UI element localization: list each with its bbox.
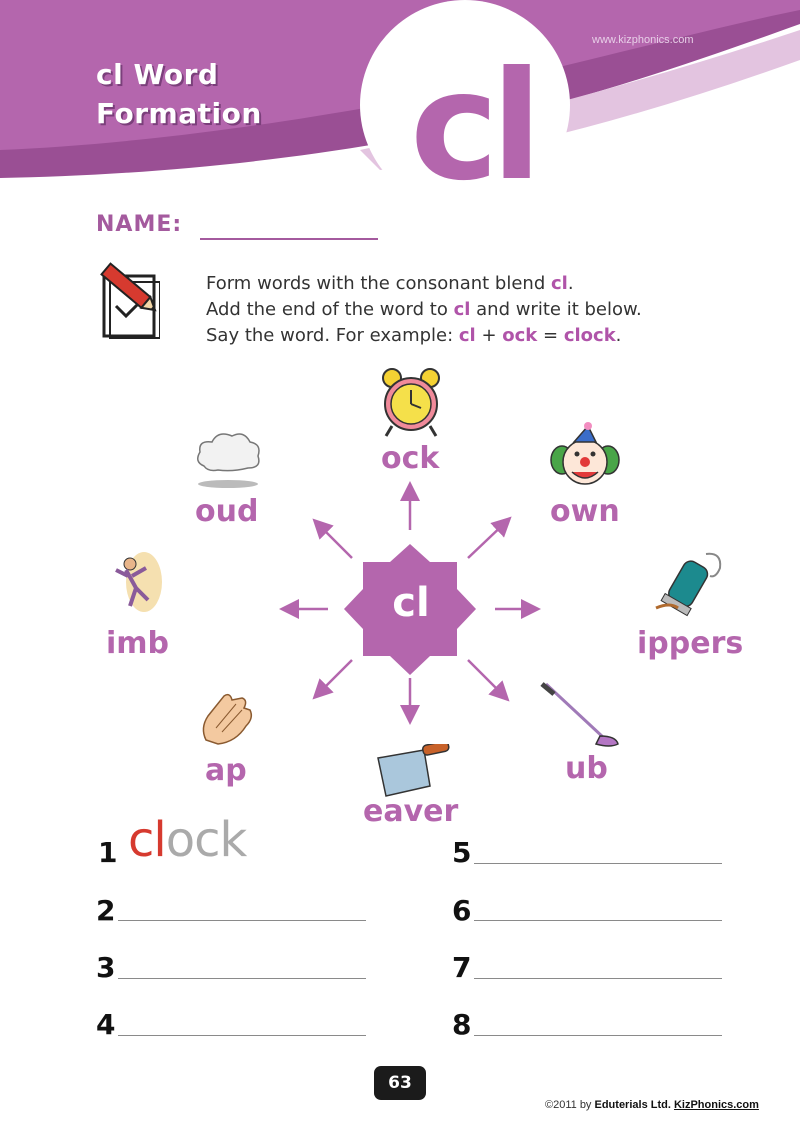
- answer-number-7: 7: [452, 951, 472, 984]
- center-star: [344, 544, 476, 675]
- ending-ap: ap: [205, 753, 247, 788]
- page-number: 63: [374, 1066, 426, 1100]
- alarm-clock-icon: [382, 368, 440, 437]
- answer-line-6[interactable]: [474, 920, 722, 921]
- answer-number-1: 1: [98, 836, 118, 869]
- center-blend-label: cl: [392, 580, 430, 626]
- answer-line-5[interactable]: [474, 863, 722, 864]
- clapping-hands-icon: [202, 693, 253, 745]
- name-label: NAME:: [96, 212, 183, 237]
- ending-ock: ock: [381, 441, 440, 476]
- ending-ub: ub: [565, 751, 608, 786]
- answer-number-2: 2: [96, 894, 116, 927]
- answer-number-3: 3: [96, 951, 116, 984]
- answer-number-6: 6: [452, 894, 472, 927]
- footer-copyright: ©2011 by Eduterials Ltd. KizPhonics.com: [545, 1099, 759, 1111]
- example-answer: clock: [128, 812, 247, 868]
- page-title-line1: cl Word: [96, 58, 219, 91]
- answer-number-5: 5: [452, 836, 472, 869]
- instruction-line-2: Add the end of the word to cl and write …: [206, 299, 642, 320]
- watermark: www.kizphonics.com: [592, 34, 694, 46]
- page-title-line2: Formation: [96, 97, 262, 130]
- cleaver-icon: [377, 744, 450, 797]
- clippers-icon: [655, 552, 722, 617]
- ending-ippers: ippers: [637, 626, 744, 661]
- answer-line-7[interactable]: [474, 978, 722, 979]
- answer-line-4[interactable]: [118, 1035, 366, 1036]
- answer-line-3[interactable]: [118, 978, 366, 979]
- pencil-icon: [100, 262, 160, 339]
- name-field-line[interactable]: [200, 238, 378, 240]
- header-banner: [0, 0, 800, 210]
- climber-icon: [115, 552, 162, 612]
- instruction-line-1: Form words with the consonant blend cl.: [206, 273, 574, 294]
- ending-eaver: eaver: [363, 794, 459, 829]
- blend-heading: cl: [410, 40, 542, 214]
- answer-number-4: 4: [96, 1008, 116, 1041]
- answer-line-2[interactable]: [118, 920, 366, 921]
- golf-club-icon: [540, 682, 619, 747]
- clown-icon: [550, 422, 620, 485]
- instruction-line-3: Say the word. For example: cl + ock = cl…: [206, 325, 622, 346]
- answer-number-8: 8: [452, 1008, 472, 1041]
- ending-own: own: [550, 494, 620, 529]
- cloud-icon: [197, 433, 260, 488]
- answer-line-8[interactable]: [474, 1035, 722, 1036]
- ending-imb: imb: [106, 626, 170, 661]
- blend-wheel: [279, 481, 541, 725]
- ending-oud: oud: [195, 494, 259, 529]
